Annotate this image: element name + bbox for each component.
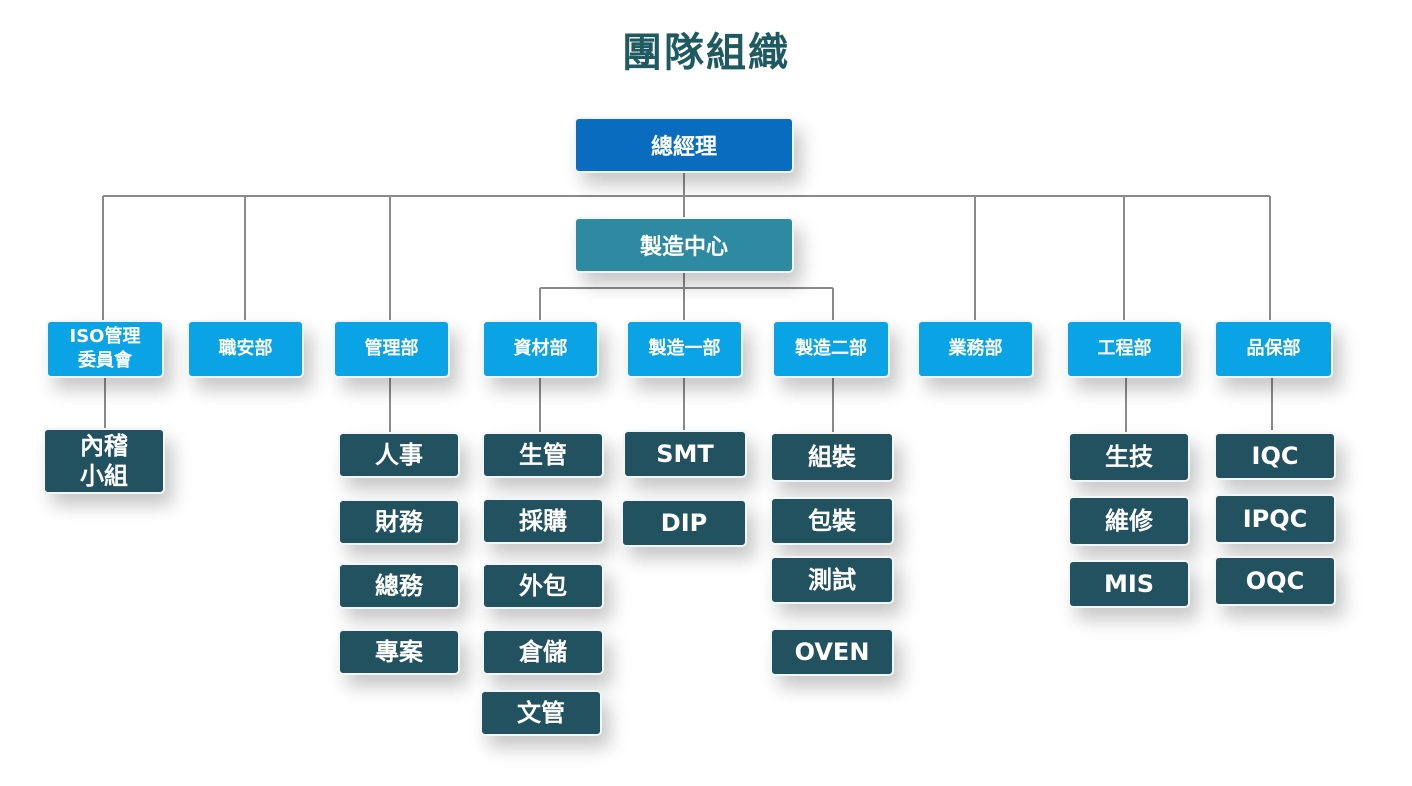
team-label: 專案 — [375, 638, 423, 666]
team-label: IQC — [1251, 442, 1299, 470]
page-title: 團隊組織 — [622, 30, 790, 76]
safety-dept-box: 職安部 — [187, 320, 304, 378]
engineering-dept-label: 工程部 — [1097, 338, 1152, 359]
team-label: 生管 — [519, 441, 567, 469]
team-label: 生技 — [1105, 443, 1153, 471]
team-label: DIP — [660, 509, 708, 537]
team-label: 人事 — [375, 441, 423, 469]
management-dept-label: 管理部 — [364, 338, 419, 359]
team-box-document-control: 文管 — [480, 690, 602, 736]
team-label: OQC — [1245, 567, 1305, 595]
mfg1-dept-box: 製造一部 — [626, 320, 743, 378]
team-box-packaging: 包裝 — [770, 497, 894, 545]
team-box-general-affairs: 總務 — [338, 563, 460, 609]
qa-dept-box: 品保部 — [1214, 320, 1333, 378]
team-label: 測試 — [808, 566, 856, 594]
team-label: 外包 — [519, 572, 567, 600]
ceo-box: 總經理 — [574, 117, 794, 173]
team-box-mis: MIS — [1068, 560, 1190, 608]
mfg2-dept-box: 製造二部 — [772, 320, 890, 378]
team-box-hr: 人事 — [338, 432, 460, 478]
mfg1-dept-label: 製造一部 — [648, 338, 721, 359]
team-label: 倉儲 — [519, 638, 567, 666]
team-box-production-control: 生管 — [482, 432, 604, 478]
team-label: 包裝 — [808, 507, 856, 535]
safety-dept-label: 職安部 — [218, 338, 273, 359]
team-label: IPQC — [1242, 505, 1308, 533]
team-box-oqc: OQC — [1214, 556, 1336, 606]
team-box-testing: 測試 — [770, 556, 894, 604]
internal-audit-team-box: 內稽 小組 — [43, 428, 165, 494]
team-label: MIS — [1103, 570, 1155, 598]
team-box-oven: OVEN — [770, 628, 894, 676]
iso-committee-box: ISO管理 委員會 — [46, 320, 164, 378]
iso-committee-label-2: 委員會 — [78, 350, 132, 371]
team-label: 財務 — [375, 508, 423, 536]
mfg2-dept-label: 製造二部 — [795, 338, 867, 359]
team-box-production-tech: 生技 — [1068, 432, 1190, 482]
team-label: 總務 — [375, 572, 423, 600]
sales-dept-label: 業務部 — [948, 338, 1003, 359]
engineering-dept-box: 工程部 — [1066, 320, 1183, 378]
team-box-finance: 財務 — [338, 499, 460, 545]
team-label: 採購 — [519, 507, 567, 535]
internal-audit-label-2: 小組 — [80, 462, 128, 490]
team-box-smt: SMT — [623, 430, 747, 478]
team-box-outsourcing: 外包 — [482, 563, 604, 609]
team-label: SMT — [656, 440, 714, 468]
materials-dept-label: 資材部 — [513, 338, 568, 359]
team-box-assembly: 組裝 — [770, 432, 894, 482]
manufacturing-center-label: 製造中心 — [639, 235, 728, 260]
team-box-ipqc: IPQC — [1214, 494, 1336, 544]
team-label: OVEN — [794, 638, 870, 666]
team-label: 文管 — [517, 699, 565, 727]
iso-committee-label-1: ISO管理 — [69, 326, 141, 347]
team-box-dip: DIP — [621, 499, 747, 547]
qa-dept-label: 品保部 — [1246, 338, 1301, 359]
team-label: 維修 — [1105, 507, 1153, 535]
ceo-label: 總經理 — [650, 135, 717, 160]
team-box-purchasing: 採購 — [482, 498, 604, 544]
team-box-iqc: IQC — [1214, 432, 1336, 480]
team-label: 組裝 — [808, 443, 856, 471]
internal-audit-label-1: 內稽 — [80, 432, 128, 460]
team-box-maintenance: 維修 — [1068, 496, 1190, 546]
sales-dept-box: 業務部 — [917, 320, 1034, 378]
manufacturing-center-box: 製造中心 — [574, 217, 794, 273]
team-box-warehouse: 倉儲 — [482, 629, 604, 675]
team-box-projects: 專案 — [338, 629, 460, 675]
materials-dept-box: 資材部 — [482, 320, 599, 378]
management-dept-box: 管理部 — [333, 320, 450, 378]
